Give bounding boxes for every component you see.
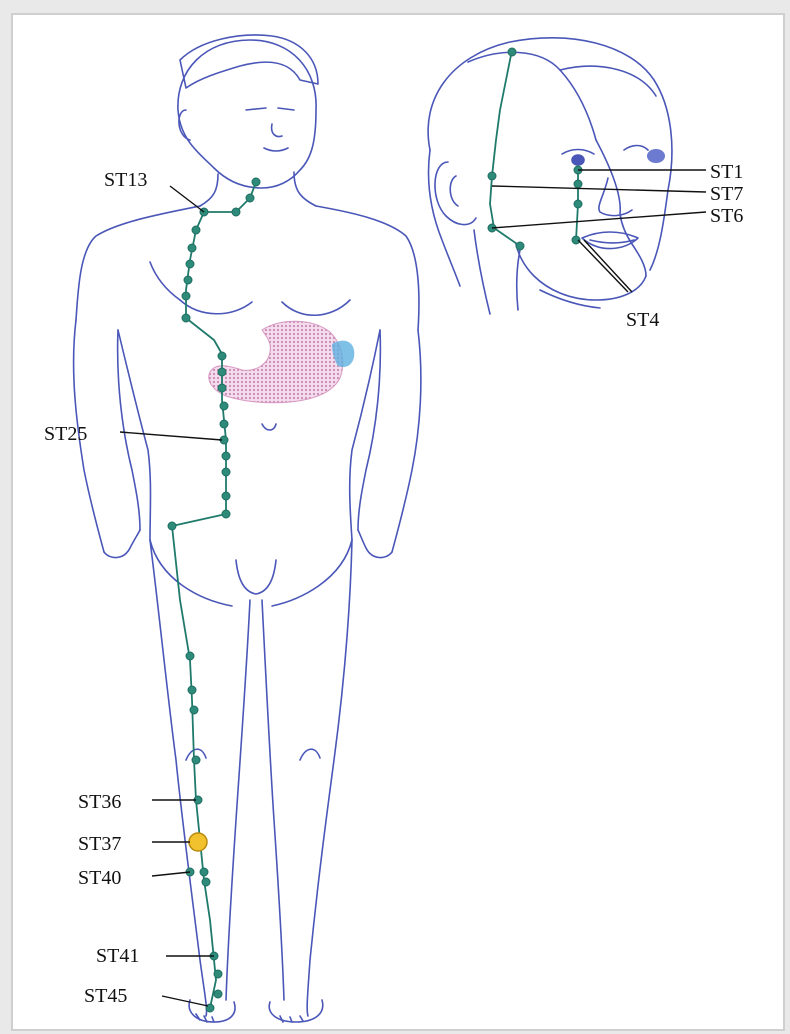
acupoint: [214, 990, 222, 998]
acupoint: [220, 420, 228, 428]
st37-highlight-point: [189, 833, 207, 851]
label-st37: ST37: [78, 833, 121, 855]
acupoint: [218, 352, 226, 360]
acupoint: [222, 468, 230, 476]
acupoint: [192, 756, 200, 764]
label-st45: ST45: [84, 985, 127, 1007]
label-st7: ST7: [710, 183, 743, 205]
acupoint: [488, 172, 496, 180]
label-st6: ST6: [710, 205, 743, 227]
acupoint: [246, 194, 254, 202]
paper: [12, 14, 784, 1030]
acupoint: [182, 292, 190, 300]
label-st36: ST36: [78, 791, 121, 813]
label-st40: ST40: [78, 867, 121, 889]
acupoint: [574, 200, 582, 208]
acupoint: [252, 178, 260, 186]
acupoint: [200, 868, 208, 876]
acupoint: [190, 706, 198, 714]
acupoint: [218, 384, 226, 392]
acupoint: [186, 652, 194, 660]
acupoint: [218, 368, 226, 376]
acupoint: [184, 276, 192, 284]
acupoint: [186, 260, 194, 268]
label-st41: ST41: [96, 945, 139, 967]
acupoint: [232, 208, 240, 216]
acupoint: [516, 242, 524, 250]
acupoint: [188, 686, 196, 694]
acupoint: [214, 970, 222, 978]
label-st4: ST4: [626, 309, 659, 331]
label-st25: ST25: [44, 423, 87, 445]
label-st13: ST13: [104, 169, 147, 191]
acupoint: [168, 522, 176, 530]
acupoint: [508, 48, 516, 56]
label-st1: ST1: [710, 161, 743, 183]
acupoint: [220, 402, 228, 410]
acupoint: [182, 314, 190, 322]
acupoint: [188, 244, 196, 252]
acupoint: [222, 510, 230, 518]
acupoint: [222, 492, 230, 500]
acupoint: [574, 180, 582, 188]
acupoint: [192, 226, 200, 234]
acupoint: [222, 452, 230, 460]
acupoint: [202, 878, 210, 886]
